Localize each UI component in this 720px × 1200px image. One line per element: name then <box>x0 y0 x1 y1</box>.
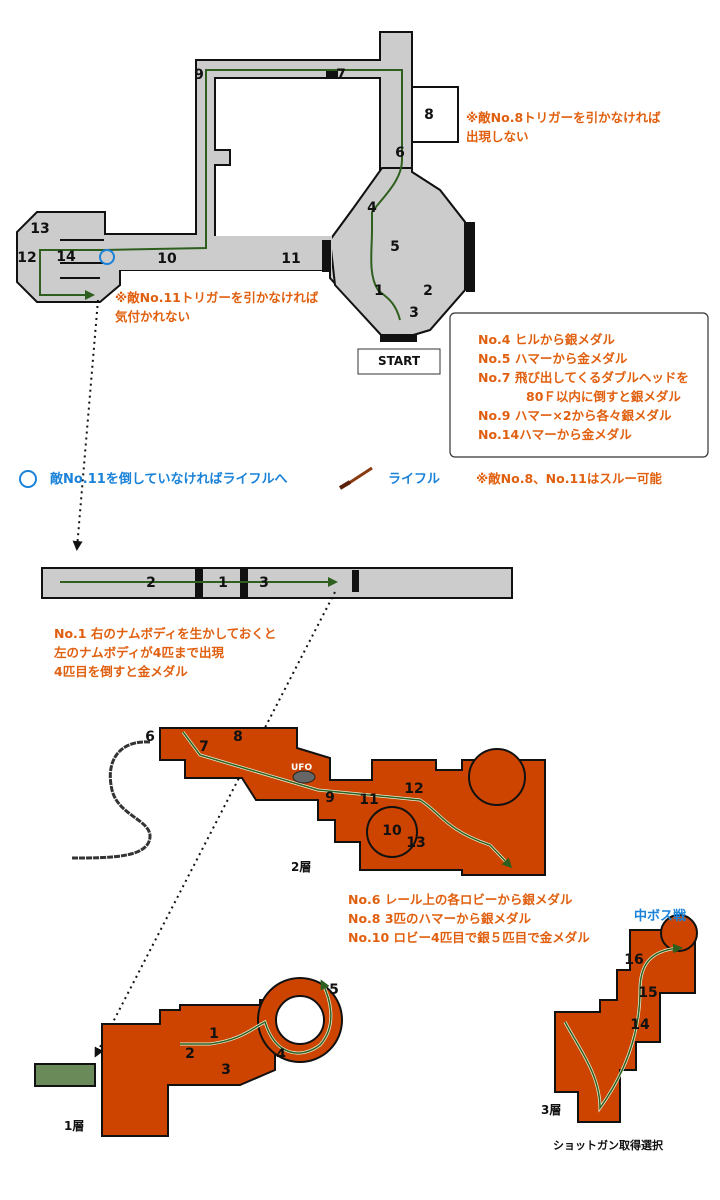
enemy-marker: 2 <box>423 283 433 299</box>
rifle-area-note: No.1 右のナムボディを生かしておくと 左のナムボディが4匹まで出現 4匹目を… <box>54 624 276 681</box>
top-door-east <box>466 222 475 292</box>
enemy-marker: 8 <box>233 729 243 745</box>
top-west-corridor <box>106 236 332 270</box>
enemy-marker: 2 <box>185 1046 195 1062</box>
enemy-marker: 1 <box>218 575 228 591</box>
route-circle-icon <box>99 249 115 265</box>
legend-circle-icon <box>19 470 37 488</box>
floor2-round-room <box>468 748 526 806</box>
shotgun-note: ショットガン取得選択 <box>553 1139 663 1152</box>
enemy8-note-line2: 出現しない <box>466 129 529 144</box>
medal-box-text: No.4 ヒルから銀メダル No.5 ハマーから金メダル No.7 飛び出してく… <box>478 330 689 444</box>
top-door-west <box>322 240 331 272</box>
floor1-map <box>101 999 276 1137</box>
legend-rifle-route: 敵No.11を倒していなければライフルへ <box>50 472 288 487</box>
rifle-note-line3: 4匹目を倒すと金メダル <box>54 664 188 679</box>
enemy-marker: 14 <box>630 1017 650 1033</box>
enemy-marker: 11 <box>359 792 379 808</box>
legend-rifle: ライフル <box>388 472 441 487</box>
enemy-marker: 12 <box>17 250 37 266</box>
top-side-room <box>411 86 459 143</box>
enemy-marker: 3 <box>221 1062 231 1078</box>
enemy-marker: 6 <box>145 729 155 745</box>
enemy-marker: 10 <box>382 823 402 839</box>
ufo-icon <box>292 770 316 784</box>
dotted-path-1 <box>72 299 99 551</box>
enemy-marker: 6 <box>395 145 405 161</box>
enemy-marker: 5 <box>329 982 339 998</box>
enemy-marker: 1 <box>209 1026 219 1042</box>
start-box <box>357 348 441 375</box>
skip-note: ※敵No.8、No.11はスルー可能 <box>476 471 662 486</box>
enemy-marker: 9 <box>325 790 335 806</box>
medal-line-2: No.5 ハマーから金メダル <box>478 351 628 366</box>
rifle-icon <box>338 466 373 490</box>
midboss-label: 中ボス戦 <box>634 909 687 924</box>
floor2-note-line2: No.8 3匹のハマーから銀メダル <box>348 911 532 926</box>
enemy-marker: 11 <box>281 251 301 267</box>
enemy11-note: ※敵No.11トリガーを引かなければ 気付かれない <box>115 288 318 326</box>
medal-line-3: No.7 飛び出してくるダブルヘッドを <box>478 370 689 385</box>
top-door-start <box>380 334 417 342</box>
rifle-door-3 <box>352 570 359 592</box>
enemy-marker: 3 <box>259 575 269 591</box>
start-label: START <box>377 354 421 368</box>
rifle-note-line2: 左のナムボディが4匹まで出現 <box>54 645 224 660</box>
enemy-marker: 4 <box>367 200 377 216</box>
floor1-entrance <box>34 1063 96 1087</box>
floor1-ring-hole <box>275 995 325 1045</box>
floor2-note-line3: No.10 ロビー4匹目で銀５匹目で金メダル <box>348 930 590 945</box>
floor2-map <box>159 727 546 876</box>
enemy-marker: 16 <box>624 952 644 968</box>
enemy-marker: 14 <box>56 249 76 265</box>
top-route-path <box>39 69 403 321</box>
rifle-note-line1: No.1 右のナムボディを生かしておくと <box>54 626 277 641</box>
floor3-label: 3層 <box>541 1103 562 1117</box>
floor1-label: 1層 <box>64 1119 85 1133</box>
medal-line-4: 80Ｆ以内に倒すと銀メダル <box>526 389 681 404</box>
enemy-marker: 13 <box>406 835 426 851</box>
medal-line-1: No.4 ヒルから銀メダル <box>478 332 615 347</box>
enemy8-note: ※敵No.8トリガーを引かなければ 出現しない <box>466 108 661 146</box>
enemy11-note-line2: 気付かれない <box>115 309 191 324</box>
floor2-note-line1: No.6 レール上の各ロビーから銀メダル <box>348 892 573 907</box>
enemy-marker: 7 <box>199 739 209 755</box>
medal-line-6: No.14ハマーから金メダル <box>478 427 632 442</box>
medal-note-box <box>449 312 709 458</box>
legend-circle-label: ① <box>22 473 31 484</box>
floor3-map <box>554 929 696 1123</box>
enemy-marker: 13 <box>30 221 50 237</box>
floor2-rail <box>71 740 152 860</box>
floor2-label: 2層 <box>291 860 312 874</box>
enemy-marker: 4 <box>276 1047 286 1063</box>
floor2-lobby-ring <box>366 806 418 858</box>
enemy-marker: 8 <box>424 107 434 123</box>
enemy-marker: 1 <box>374 283 384 299</box>
enemy-marker: 12 <box>404 781 424 797</box>
enemy-marker: 3 <box>409 305 419 321</box>
enemy11-note-line1: ※敵No.11トリガーを引かなければ <box>115 290 319 305</box>
medal-line-5: No.9 ハマー×2から各々銀メダル <box>478 408 672 423</box>
enemy-marker: 5 <box>390 239 400 255</box>
enemy8-note-line1: ※敵No.8トリガーを引かなければ <box>466 110 661 125</box>
enemy-marker: 15 <box>638 985 658 1001</box>
enemy-marker: 9 <box>194 67 204 83</box>
ufo-label: UFO <box>291 763 313 773</box>
enemy-marker: 2 <box>146 575 156 591</box>
floor2-note: No.6 レール上の各ロビーから銀メダル No.8 3匹のハマーから銀メダル N… <box>348 890 590 947</box>
top-door-north <box>326 71 338 79</box>
enemy-marker: 10 <box>157 251 177 267</box>
enemy-marker: 7 <box>336 67 346 83</box>
